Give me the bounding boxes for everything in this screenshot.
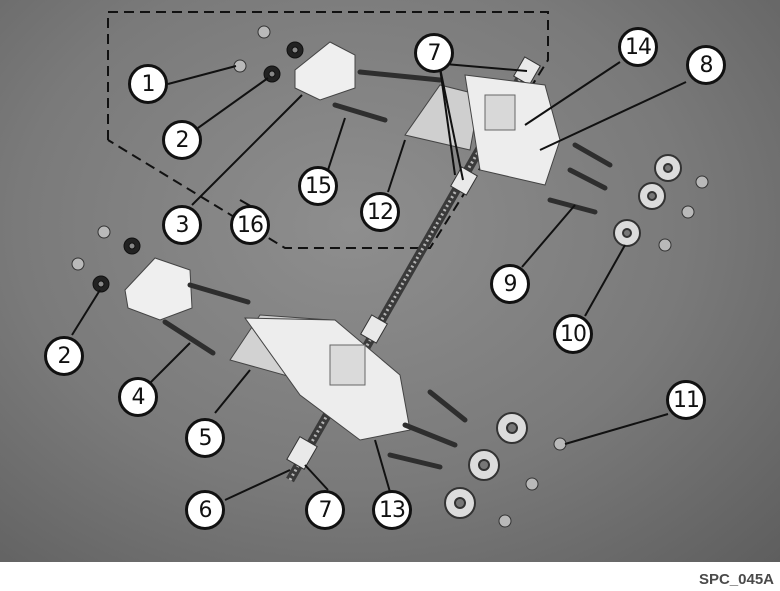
bolts [162, 69, 613, 470]
leader-lines [71, 61, 687, 501]
callout-16: 16 [230, 205, 270, 245]
spacer-lower [286, 436, 318, 470]
callout-13: 13 [372, 490, 412, 530]
callout-5: 5 [185, 418, 225, 458]
nuts [71, 25, 709, 528]
callout-12: 12 [360, 192, 400, 232]
upper-block [294, 41, 356, 101]
spacer-upper [450, 166, 478, 196]
callout-2: 2 [162, 120, 202, 160]
callout-11: 11 [666, 380, 706, 420]
callout-7: 7 [305, 490, 345, 530]
parts-illustration [71, 11, 709, 528]
callout-3: 3 [162, 205, 202, 245]
lower-hinge [244, 317, 411, 441]
spacer-mid [360, 314, 388, 344]
lower-block [124, 257, 193, 321]
callout-6: 6 [185, 490, 225, 530]
kit-outline [107, 11, 549, 249]
callout-9: 9 [490, 264, 530, 304]
callout-7: 7 [414, 33, 454, 73]
callout-2: 2 [44, 336, 84, 376]
callout-14: 14 [618, 27, 658, 67]
figure-code: SPC_045A [698, 571, 774, 588]
callout-4: 4 [118, 377, 158, 417]
callout-15: 15 [298, 166, 338, 206]
washers [444, 154, 682, 519]
callout-1: 1 [128, 64, 168, 104]
callout-8: 8 [686, 45, 726, 85]
callout-10: 10 [553, 314, 593, 354]
rubber-washers [92, 41, 304, 293]
hardware-photo: 1 2 3 15 16 12 7 14 8 9 10 2 4 5 6 7 13 … [0, 0, 780, 562]
